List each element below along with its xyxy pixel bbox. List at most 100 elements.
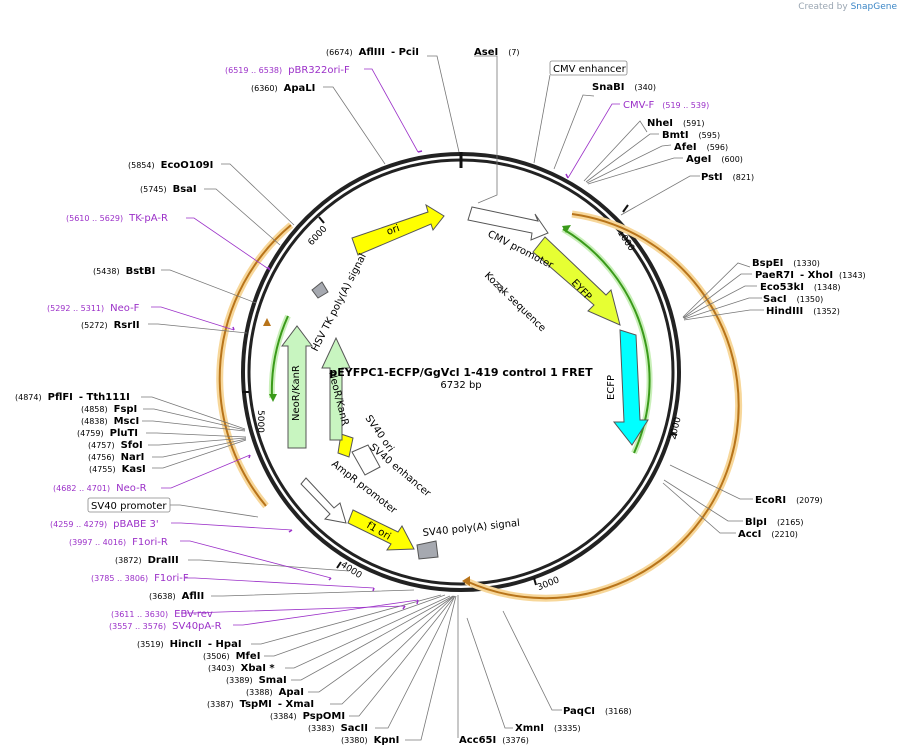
site-xbai: (3403)XbaI * <box>208 663 275 674</box>
site-agei: AgeI(600) <box>686 154 743 165</box>
neor-outer-label: NeoR/KanR <box>291 365 302 421</box>
primer-cmv-f: CMV-F(519 .. 539) <box>623 100 709 111</box>
site-pluti: (4759)PluTI <box>77 428 138 439</box>
site-saci: SacI(1350) <box>763 294 823 305</box>
kozak-mark-2 <box>499 283 504 293</box>
site-paqci: PaqCI(3168) <box>563 706 632 717</box>
site-rsrii: (5272)RsrII <box>81 320 140 331</box>
site-afei: AfeI(596) <box>674 142 728 153</box>
site-smai: (3389)SmaI <box>226 675 287 686</box>
kozak-mark <box>496 284 501 294</box>
site-hincii: (3519)HincII- HpaI <box>137 639 242 650</box>
tick-4000 <box>336 561 342 569</box>
site-kpni: (3380)KpnI <box>341 735 399 746</box>
site-mfei: (3506)MfeI <box>203 651 260 662</box>
primer-label-layer: CMV-F(519 .. 539) (6519 .. 6538)pBR322or… <box>47 65 709 632</box>
tick-6000 <box>318 216 325 224</box>
site-kasi: (4755)KasI <box>89 464 146 475</box>
primer-neo-f: (5292 .. 5311)Neo-F <box>47 303 140 314</box>
site-draiii: (3872)DraIII <box>115 555 179 566</box>
site-snabi: SnaBI(340) <box>592 82 656 93</box>
neor-orf-arrowhead <box>269 394 277 402</box>
sv40-promoter-box <box>87 497 171 513</box>
site-asei: AseI(7) <box>474 47 520 58</box>
site-acc65i: Acc65I(3376) <box>459 735 529 746</box>
site-ecori: EcoRI(2079) <box>755 495 823 506</box>
tick-2000 <box>669 432 678 436</box>
site-nhei: NheI(591) <box>647 118 705 129</box>
site-eco53ki: Eco53kI(1348) <box>760 282 841 293</box>
sv40-promoter-label: SV40 promoter <box>91 501 167 512</box>
site-hindiii: HindIII(1352) <box>766 306 840 317</box>
neor-orf-arc <box>270 315 289 399</box>
site-paer7i: PaeR7I- XhoI(1343) <box>755 270 866 281</box>
site-bmti: BmtI(595) <box>662 130 720 141</box>
sv40-pa-label: SV40 poly(A) signal <box>422 518 520 539</box>
primer-ticks <box>232 150 569 610</box>
cmv-enhancer-box <box>549 60 628 76</box>
feature-layer <box>281 203 649 560</box>
ecfp-arrow <box>612 329 649 446</box>
hsv-tk-label: HSV TK poly(A) signal <box>310 252 369 353</box>
eyfp-arrow <box>532 236 621 326</box>
primer-ebv-rev: (3611 .. 3630)EBV-rev <box>111 609 213 620</box>
site-pspomi: (3384)PspOMI <box>270 711 345 722</box>
cmv-enhancer-label: CMV enhancer <box>553 64 627 75</box>
tick-label-2000: 2000 <box>668 416 683 441</box>
site-bsai: (5745)BsaI <box>140 184 197 195</box>
orf-arc-main <box>465 213 740 600</box>
site-xmni: XmnI(3335) <box>515 723 581 734</box>
eyfp-orf-arrowhead <box>562 225 571 233</box>
primer-f1ori-r: (3997 .. 4016)F1ori-R <box>69 537 168 548</box>
plasmid-size: 6732 bp <box>440 380 481 391</box>
orf-arc-left-halo <box>216 222 294 509</box>
ori-label: ori <box>385 223 401 238</box>
site-psti: PstI(821) <box>701 172 754 183</box>
neor-inner-arrow <box>321 336 351 441</box>
cmv-promoter-arrow <box>467 206 549 241</box>
tick-layer: 1000 2000 3000 4000 5000 6000 <box>242 204 684 593</box>
watermark-prefix: Created by <box>798 2 848 12</box>
orf-arc-left-arrowhead <box>263 318 271 326</box>
site-apali: (6360)ApaLI <box>251 83 315 94</box>
leader-line-layer <box>141 55 764 741</box>
site-fspi: (4858)FspI <box>81 404 137 415</box>
ecfp-label: ECFP <box>606 375 617 400</box>
site-nari: (4756)NarI <box>88 452 144 463</box>
site-blpi: BlpI(2165) <box>745 517 804 528</box>
site-bstbi: (5438)BstBI <box>93 266 155 277</box>
site-afliii: (6674)AflIII- PciI <box>326 47 419 58</box>
site-aflii: (3638)AflII <box>149 591 204 602</box>
tick-label-6000: 6000 <box>307 224 330 248</box>
tick-3000 <box>533 577 537 586</box>
eyfp-orf-arc <box>562 228 651 454</box>
kozak-label: Kozak sequence <box>482 270 548 334</box>
f1-ori-arrow <box>347 509 415 551</box>
orf-arc-left <box>218 224 292 507</box>
sv40-enhancer-block <box>351 444 381 476</box>
snapgene-watermark: Created by SnapGene <box>798 2 897 12</box>
site-sfoi: (4757)SfoI <box>88 440 143 451</box>
snapgene-logo: SnapGene <box>850 2 897 12</box>
site-label-layer: (6674)AflIII- PciI AseI(7) SnaBI(340) Nh… <box>15 47 866 746</box>
site-ecoo109i: (5854)EcoO109I <box>128 160 213 171</box>
primer-f1ori-f: (3785 .. 3806)F1ori-F <box>91 573 189 584</box>
tick-label-5000: 5000 <box>255 410 265 433</box>
primer-pbr322ori-f: (6519 .. 6538)pBR322ori-F <box>225 65 350 76</box>
site-msci: (4838)MscI <box>81 416 139 427</box>
plasmid-name: pEYFPC1-ECFP/GgVcl 1-419 control 1 FRET <box>329 366 593 379</box>
primer-pbabe-3: (4259 .. 4279)pBABE 3' <box>50 519 159 530</box>
neor-outer-arrow <box>281 325 313 449</box>
orf-arc-main-arrowhead <box>462 576 470 586</box>
hsv-tk-box <box>311 281 329 299</box>
site-apai: (3388)ApaI <box>246 687 304 698</box>
site-acci: AccI(2210) <box>738 529 798 540</box>
primer-neo-r: (4682 .. 4701)Neo-R <box>53 483 147 494</box>
site-bspei: BspEI(1330) <box>752 258 820 269</box>
primer-sv40pa-r: (3557 .. 3576)SV40pA-R <box>109 621 222 632</box>
tick-1000 <box>622 204 629 213</box>
site-tspmi: (3387)TspMI- XmaI <box>207 699 314 710</box>
site-pflfi: (4874)PflFI- Tth111I <box>15 392 130 403</box>
sv40-pa-box <box>416 540 439 560</box>
